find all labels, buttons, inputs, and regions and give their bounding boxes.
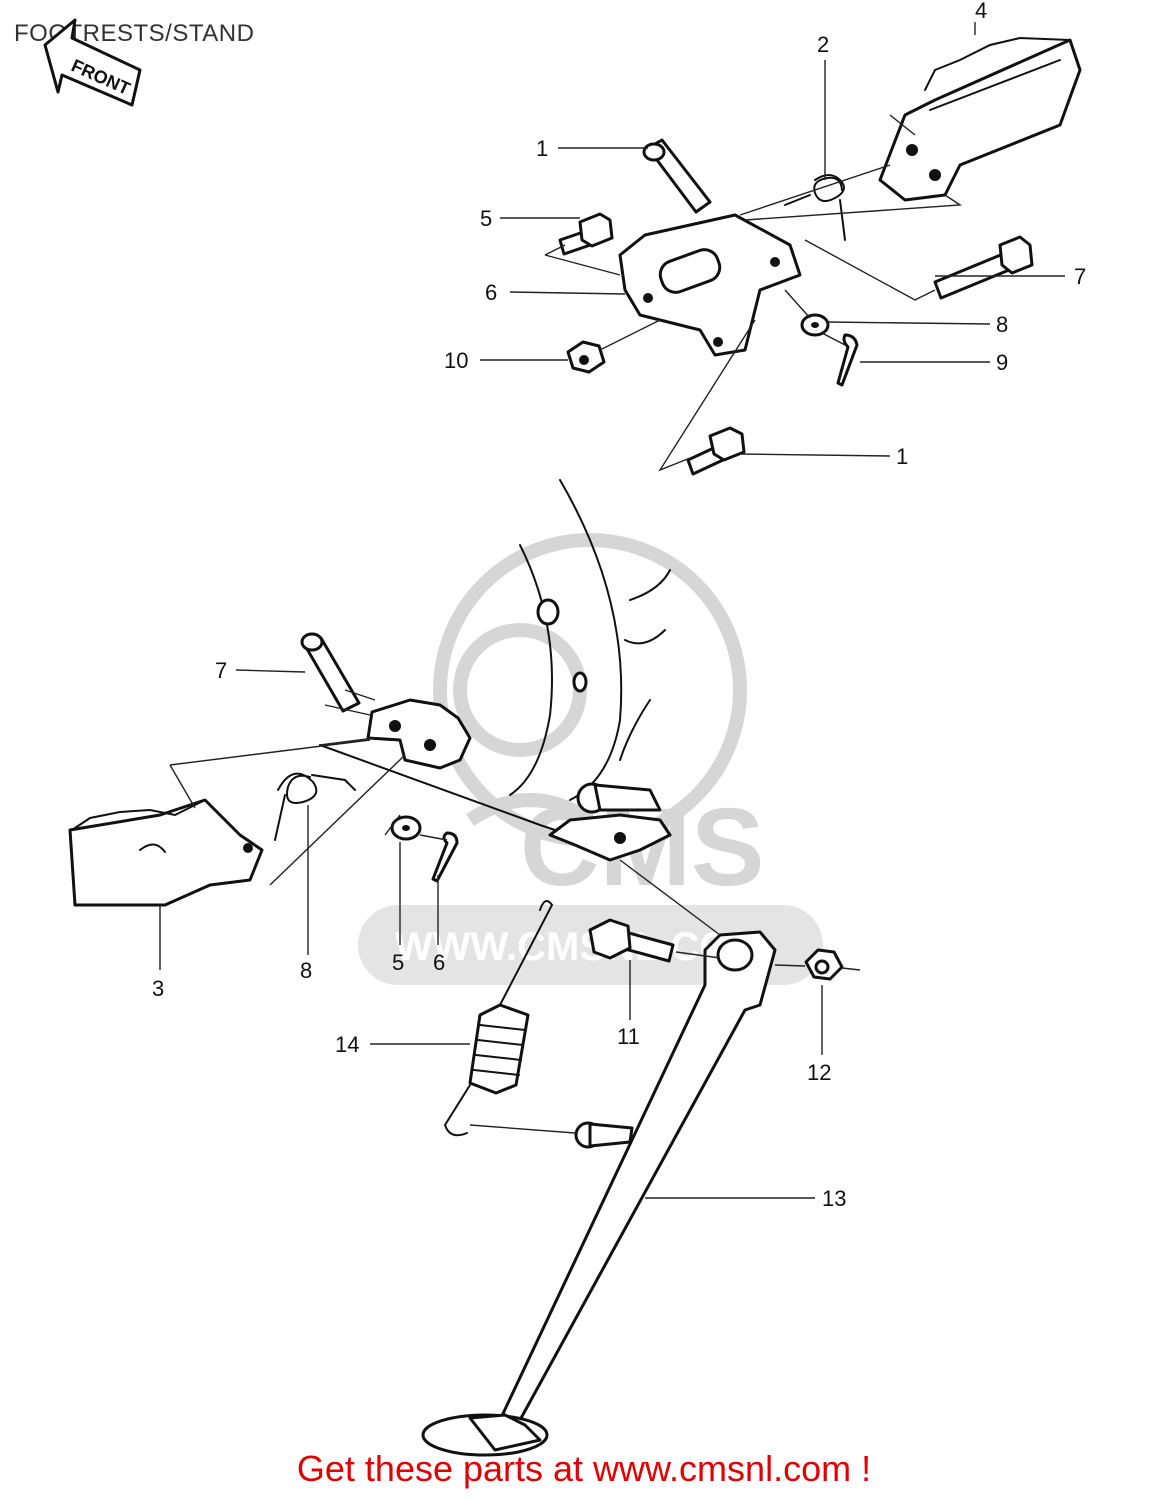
callout-8-lower: 8: [300, 958, 312, 983]
callout-3: 3: [152, 976, 164, 1001]
front-arrow-icon: FRONT: [43, 18, 142, 107]
callout-7-upper: 1: [536, 136, 548, 161]
callout-6-lower: 6: [433, 950, 445, 975]
assembly-lines-lower: [169, 689, 448, 886]
bracket-upper: [618, 213, 802, 357]
callout-14: 14: [335, 1032, 359, 1057]
cotter-pin-lower: [431, 831, 459, 883]
callout-5-lower: 5: [392, 950, 404, 975]
callout-1-upper: 5: [480, 206, 492, 231]
callouts: 1 2 4 5 6 7 8 9 10 1 7 3 8 5 6 11 12: [152, 0, 1086, 1211]
washer-upper: [800, 313, 830, 337]
nut-10: [566, 340, 606, 374]
bolt-1-upper: [558, 212, 614, 256]
callout-4: 4: [975, 0, 987, 23]
washer-lower: [390, 815, 422, 841]
callout-8-upper: 2: [817, 32, 829, 57]
callout-9: 7: [1074, 264, 1086, 289]
callout-6-upper: 9: [996, 350, 1008, 375]
callout-13: 13: [822, 1186, 846, 1211]
assembly-lines-upper: [544, 114, 963, 472]
watermark-domain: WWW.CMSNL.COM: [395, 925, 764, 969]
bracket-lower: [366, 698, 472, 770]
footpeg-left: [68, 798, 264, 907]
spring-upper: [784, 174, 846, 241]
nut-12: [804, 948, 844, 981]
callout-2: 6: [485, 280, 497, 305]
callout-10: 10: [444, 348, 468, 373]
callout-7-lower: 7: [215, 658, 227, 683]
bolt-11: [588, 918, 675, 963]
stand-bracket: [548, 782, 672, 862]
cotter-pin-upper: [836, 333, 859, 387]
callout-11: 11: [617, 1024, 640, 1049]
callout-12: 12: [807, 1060, 831, 1085]
bolt-9: [933, 235, 1034, 300]
side-stand: [421, 930, 777, 1457]
callout-5-upper: 8: [996, 312, 1008, 337]
spring-lower: [274, 772, 356, 841]
bolt-1-lower: [686, 426, 746, 476]
assembly-lines-stand: [469, 859, 861, 1134]
stand-pin: [574, 1121, 634, 1149]
footer-promo: Get these parts at www.cmsnl.com !: [296, 1448, 872, 1489]
callout-1-lower: 1: [896, 444, 908, 469]
pin-upper: [642, 138, 712, 214]
frame-outline: [319, 479, 671, 831]
pin-lower: [300, 632, 361, 713]
spring-14: [443, 900, 554, 1137]
footpeg-right: [878, 36, 1082, 202]
